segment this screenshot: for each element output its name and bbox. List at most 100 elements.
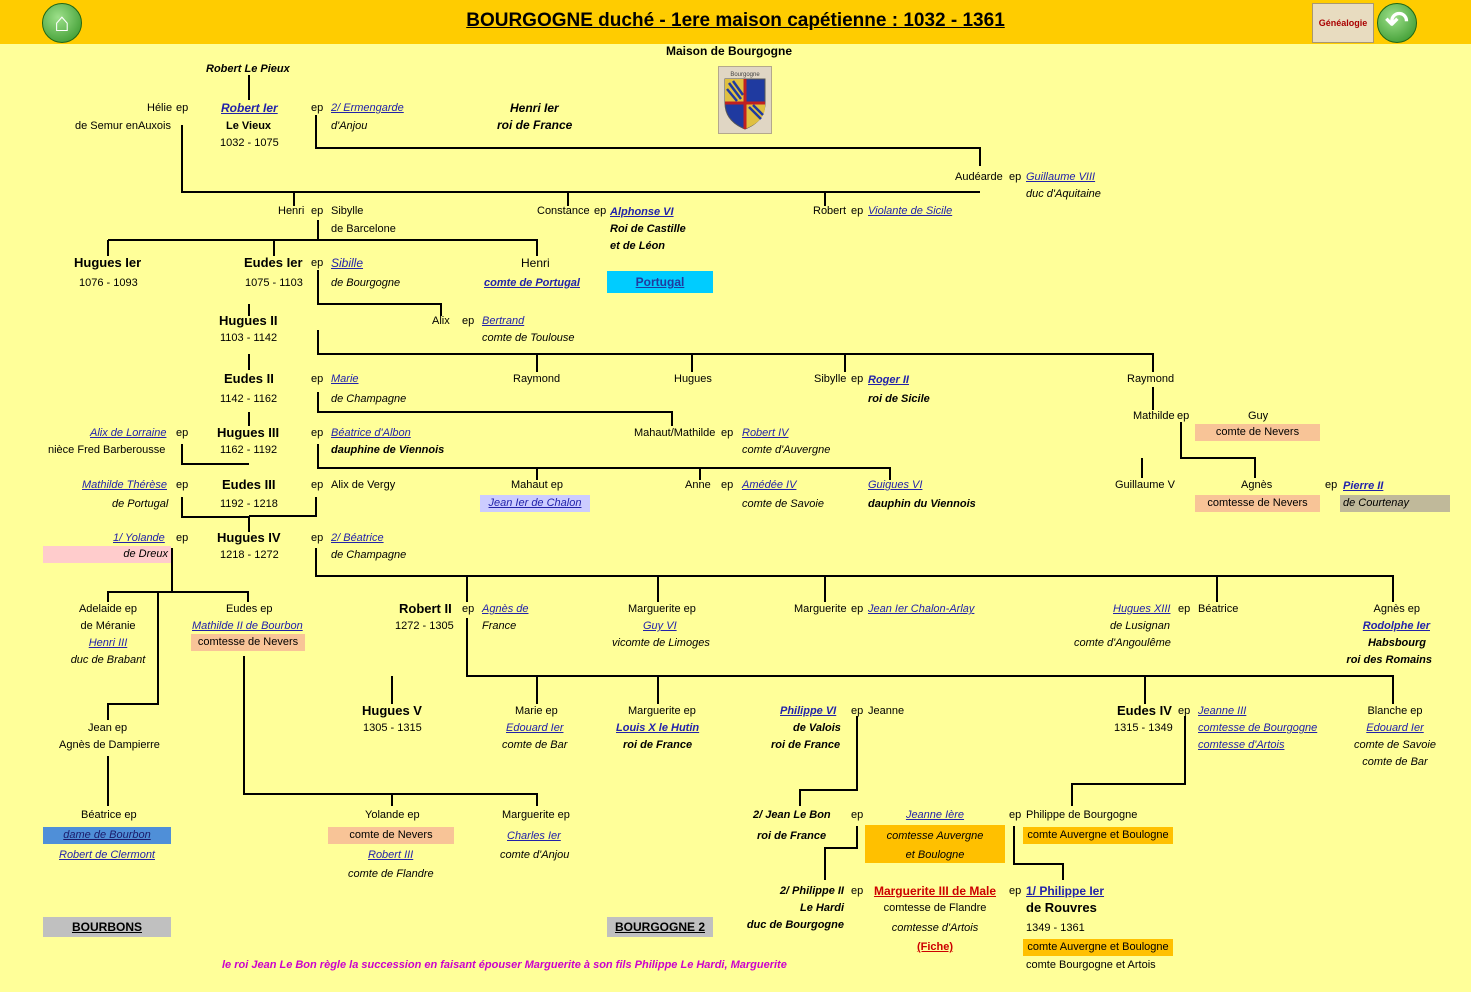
person-robert-clermont[interactable]: Robert de Clermont: [59, 849, 155, 861]
person-sibille-2: de Bourgogne: [331, 277, 401, 289]
person-jeanne3-3[interactable]: comtesse d'Artois: [1198, 739, 1285, 751]
person-jean-ep: Jean ep: [88, 722, 128, 734]
ep-label: ep: [176, 427, 189, 439]
ep-label: ep: [851, 885, 864, 897]
person-agnes-de[interactable]: Agnès de: [482, 603, 529, 615]
person-beatrice-ep: Béatrice ep: [81, 809, 137, 821]
person-dame-bourbon[interactable]: dame de Bourbon: [43, 827, 171, 844]
ep-label: ep: [311, 479, 324, 491]
person-jean-ep-2: Agnès de Dampierre: [59, 739, 160, 751]
person-eudes2-2: 1142 - 1162: [220, 393, 278, 405]
person-philippe1[interactable]: 1/ Philippe Ier: [1026, 884, 1105, 898]
person-eudes4: Eudes IV: [1117, 703, 1172, 718]
person-mathilde2-bourbon[interactable]: Mathilde II de Bourbon: [192, 620, 303, 632]
person-yolande-ep-2: comte de Nevers: [328, 827, 454, 844]
person-yolande1[interactable]: 1/ Yolande: [113, 532, 165, 544]
person-jeanne1[interactable]: Jeanne Ière: [905, 809, 965, 821]
person-jean-bon: 2/ Jean Le Bon: [753, 809, 831, 821]
ep-label: ep: [721, 427, 734, 439]
person-hugues13[interactable]: Hugues XIII: [1113, 603, 1171, 615]
person-philippe1-2: de Rouvres: [1026, 900, 1097, 915]
ep-label: ep: [462, 603, 475, 615]
person-jean1-chalon[interactable]: Jean Ier de Chalon: [480, 495, 590, 512]
person-ermengarde[interactable]: 2/ Ermengarde: [331, 102, 404, 114]
person-hugues3: Hugues III: [217, 425, 280, 440]
person-philippe-bourgogne-2: comte Auvergne et Boulogne: [1023, 827, 1173, 844]
person-robert3-2: comte de Flandre: [348, 868, 434, 880]
person-mathilde-therese[interactable]: Mathilde Thérèse: [82, 479, 167, 491]
person-robert4[interactable]: Robert IV: [742, 427, 789, 439]
person-rodolphe1[interactable]: Rodolphe Ier: [1362, 620, 1430, 632]
person-robert2: Robert II: [399, 601, 452, 616]
back-arrow-icon[interactable]: [1377, 3, 1417, 43]
person-marguerite3-2: comtesse de Flandre: [883, 902, 987, 914]
person-sibylle-s: Sibylle: [814, 373, 847, 385]
person-guy-2: comte de Nevers: [1195, 424, 1320, 441]
bourbons-button[interactable]: BOURBONS: [43, 917, 171, 937]
person-jeanne3[interactable]: Jeanne III: [1198, 705, 1247, 717]
portugal-link[interactable]: Portugal: [607, 271, 713, 293]
genealogie-icon[interactable]: Généalogie: [1312, 3, 1374, 43]
person-edouard1[interactable]: Edouard Ier: [506, 722, 564, 734]
person-guigues6[interactable]: Guigues VI: [868, 479, 923, 491]
person-philippe6[interactable]: Philippe VI: [780, 705, 837, 717]
bourgogne2-button[interactable]: BOURGOGNE 2: [607, 917, 713, 937]
person-guillaume8-2: duc d'Aquitaine: [1026, 188, 1101, 200]
person-robert3[interactable]: Robert III: [368, 849, 414, 861]
person-marguerite-ep1: Marguerite ep: [628, 603, 696, 615]
home-icon[interactable]: [42, 3, 82, 43]
person-beatrice2-2: de Champagne: [331, 549, 407, 561]
person-audearde: Audéarde: [955, 171, 1003, 183]
person-marguerite3[interactable]: Marguerite III de Male: [873, 884, 997, 898]
person-sibylle: Sibylle: [331, 205, 364, 217]
fiche-link[interactable]: (Fiche): [916, 941, 954, 953]
person-jeanne: Jeanne: [868, 705, 905, 717]
person-marguerite-ep2: Marguerite ep: [628, 705, 696, 717]
ep-label: ep: [1009, 809, 1022, 821]
person-hugues4: Hugues IV: [217, 530, 281, 545]
person-louis10[interactable]: Louis X le Hutin: [616, 722, 700, 734]
person-yolande-ep: Yolande ep: [365, 809, 420, 821]
person-roger2[interactable]: Roger II: [868, 374, 909, 386]
person-beatrice2[interactable]: 2/ Béatrice: [331, 532, 384, 544]
person-amedee4[interactable]: Amédée IV: [742, 479, 797, 491]
person-constance: Constance: [537, 205, 590, 217]
person-guy6[interactable]: Guy VI: [643, 620, 677, 632]
person-hugues13-2: de Lusignan: [1110, 620, 1170, 632]
person-eudes1: Eudes Ier: [244, 255, 303, 270]
person-robert1[interactable]: Robert Ier: [221, 101, 278, 115]
person-alphonse6[interactable]: Alphonse VI: [610, 206, 674, 218]
person-guy6-2: vicomte de Limoges: [612, 637, 710, 649]
person-philippe-hardi-2: Le Hardi: [799, 902, 844, 914]
person-hugues5: Hugues V: [362, 703, 422, 718]
person-hugues-x: Hugues: [674, 373, 712, 385]
person-philippe1-4: comte Auvergne et Boulogne: [1023, 939, 1173, 956]
person-sibylle-2: de Barcelone: [331, 223, 396, 235]
person-sibille[interactable]: Sibille: [331, 256, 364, 270]
ep-label: ep: [851, 373, 864, 385]
person-beatrice-albon[interactable]: Béatrice d'Albon: [331, 427, 411, 439]
ep-label: ep: [311, 532, 324, 544]
person-guillaume8[interactable]: Guillaume VIII: [1026, 171, 1096, 183]
ep-label: ep: [1325, 479, 1338, 491]
person-henri-p-2[interactable]: comte de Portugal: [484, 277, 580, 289]
ep-label: ep: [1178, 705, 1191, 717]
person-robert4-2: comte d'Auvergne: [742, 444, 831, 456]
person-bertrand[interactable]: Bertrand: [482, 315, 525, 327]
person-agnes-2: comtesse de Nevers: [1195, 495, 1320, 512]
person-jean1-chalon-arlay[interactable]: Jean Ier Chalon-Arlay: [868, 603, 975, 615]
ep-label: ep: [851, 705, 864, 717]
person-jeanne3-2[interactable]: comtesse de Bourgogne: [1198, 722, 1318, 734]
person-pierre2[interactable]: Pierre II: [1343, 480, 1384, 492]
ep-label: ep: [851, 603, 864, 615]
person-guigues6-2: dauphin du Viennois: [868, 498, 976, 510]
person-violante[interactable]: Violante de Sicile: [868, 205, 953, 217]
person-adelaide-3[interactable]: Henri III: [88, 637, 128, 649]
person-alix-lorraine[interactable]: Alix de Lorraine: [90, 427, 167, 439]
person-charles1[interactable]: Charles Ier: [507, 830, 561, 842]
ep-label: ep: [1009, 885, 1022, 897]
person-eudes3-2: 1192 - 1218: [220, 498, 278, 510]
person-marie[interactable]: Marie: [331, 373, 359, 385]
person-edouard1b[interactable]: Edouard Ier: [1366, 722, 1424, 734]
